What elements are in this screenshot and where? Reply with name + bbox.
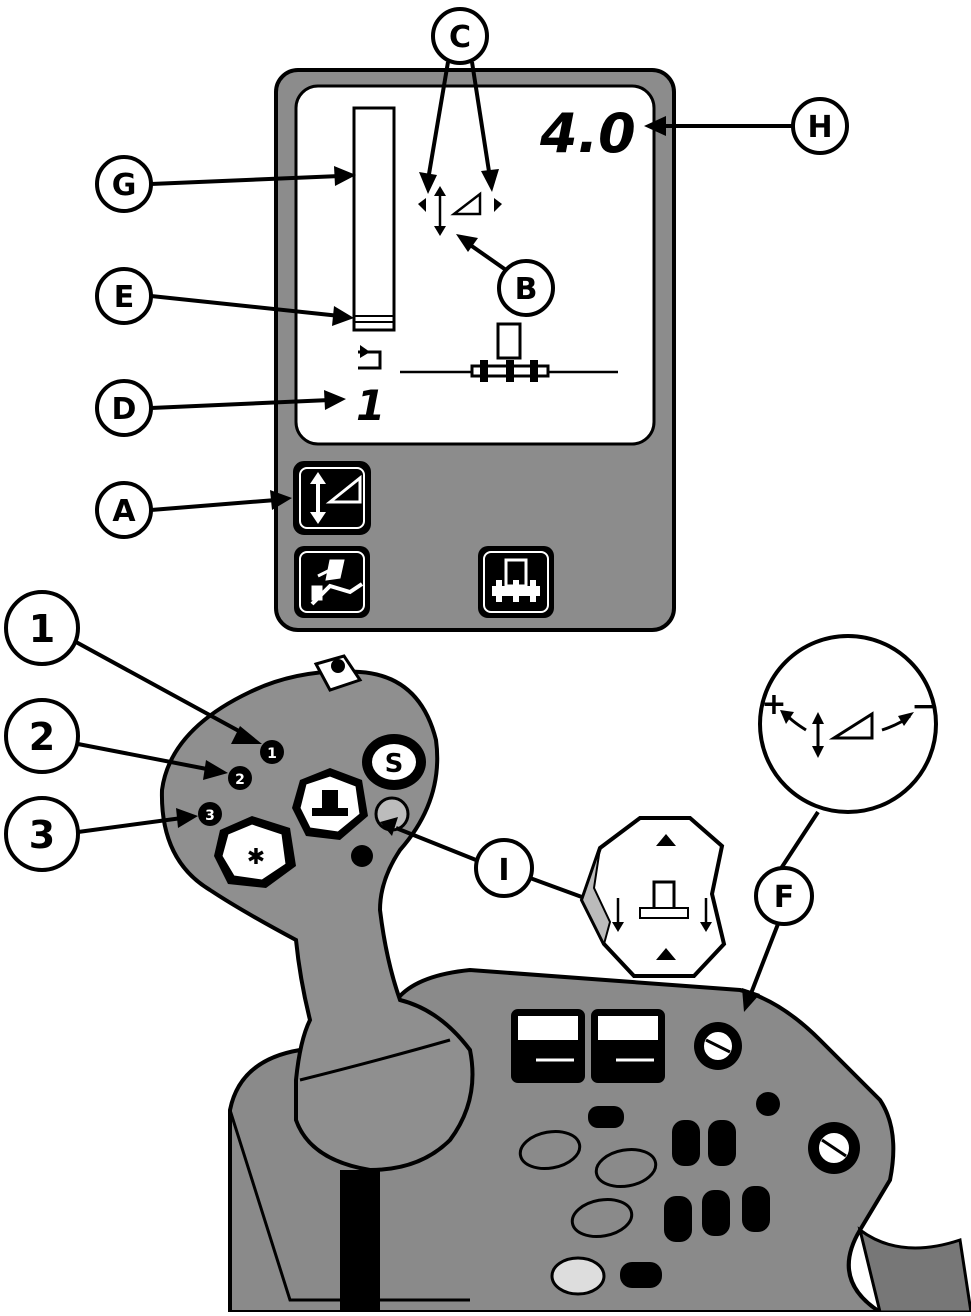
lever-button-1[interactable]: 1 [260, 740, 284, 764]
svg-text:3: 3 [205, 808, 215, 824]
gear-value: 1 [356, 381, 385, 430]
svg-text:−: − [911, 689, 936, 724]
lever-small-button[interactable] [351, 845, 373, 867]
callout-f: F [742, 866, 814, 1012]
callout-d: D [95, 379, 346, 437]
operator-mode-button[interactable] [294, 546, 370, 618]
digital-readout: 4.0 [539, 102, 636, 165]
svg-text:2: 2 [235, 772, 245, 788]
secondary-knob[interactable] [808, 1122, 860, 1174]
lever-button-3[interactable]: 3 [198, 802, 222, 826]
switch-detail-inset [579, 816, 727, 978]
right-pointer-icon [494, 198, 502, 212]
indicator-lamp [756, 1092, 780, 1116]
callout-2: 2 [4, 698, 228, 780]
svg-text:F: F [774, 880, 795, 915]
depth-draft-button[interactable] [293, 461, 371, 535]
svg-text:1: 1 [267, 746, 277, 762]
up-triangle-icon [656, 834, 676, 846]
down-triangle-icon [656, 948, 676, 960]
callout-g: G [95, 155, 356, 213]
svg-text:3: 3 [29, 813, 55, 857]
position-bar-graph [352, 106, 396, 332]
console-switches[interactable] [511, 1009, 665, 1083]
depth-draft-icon [310, 472, 362, 524]
svg-text:C: C [449, 20, 471, 55]
callout-a: A [95, 481, 292, 539]
callout-h: H [644, 97, 849, 155]
lever-button-s[interactable]: S [362, 734, 426, 790]
svg-text:D: D [112, 392, 137, 427]
svg-text:A: A [112, 494, 136, 529]
hitch-raise-lower-switch[interactable] [292, 768, 368, 840]
svg-text:✱: ✱ [247, 845, 265, 870]
display-panel: 4.0 1 [274, 68, 676, 632]
implement-position-indicator [358, 322, 618, 382]
callout-c: C [419, 7, 499, 194]
console-oval-buttons[interactable] [517, 1127, 658, 1296]
dial-detail-inset: + − [758, 634, 938, 872]
draft-triangle-icon [450, 191, 482, 216]
implement-hitch-icon [492, 558, 540, 602]
svg-text:H: H [807, 110, 832, 145]
depth-draft-indicator [418, 186, 502, 236]
svg-text:G: G [112, 168, 137, 203]
svg-text:+: + [761, 687, 786, 722]
depth-control-knob[interactable] [694, 1022, 742, 1070]
svg-text:S: S [385, 749, 404, 779]
callout-e: E [95, 267, 354, 326]
control-lever[interactable]: 1 2 3 S ✱ [159, 654, 475, 1173]
left-pointer-icon [418, 198, 426, 212]
svg-text:I: I [498, 853, 509, 888]
auxiliary-switch[interactable]: ✱ [214, 816, 296, 888]
lever-button-2[interactable]: 2 [228, 766, 252, 790]
callout-3: 3 [4, 796, 198, 872]
lever-shaft [340, 1170, 380, 1312]
operator-seat-icon [310, 559, 364, 606]
svg-text:1: 1 [29, 607, 55, 651]
callout-i: I [380, 817, 591, 902]
svg-text:2: 2 [29, 715, 55, 759]
lever-grip [159, 669, 475, 1173]
svg-text:B: B [515, 272, 538, 307]
svg-text:E: E [114, 280, 135, 315]
callout-1: 1 [4, 590, 262, 744]
callout-b: B [456, 234, 555, 317]
console-small-buttons[interactable] [588, 1106, 770, 1288]
implement-button[interactable] [478, 546, 554, 618]
